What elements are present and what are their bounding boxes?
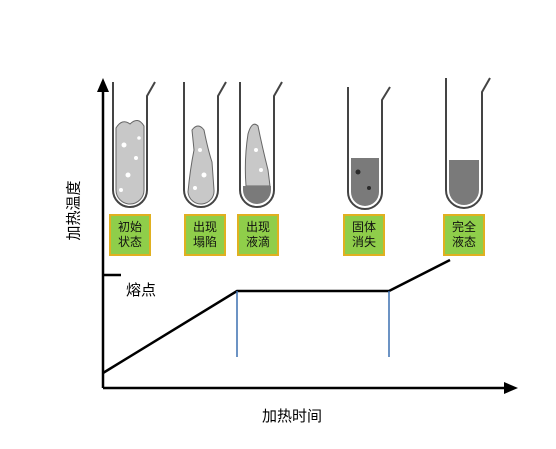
stage-label-collapse: 出现 塌陷 (184, 214, 226, 256)
stage-label-line: 消失 (351, 235, 376, 249)
stage-label-line: 出现 (245, 220, 270, 234)
x-axis-title: 加热时间 (262, 407, 323, 425)
stage-label-line: 塌陷 (192, 235, 217, 249)
heating-curve (102, 258, 451, 375)
y-axis-title: 加热温度 (64, 180, 83, 241)
stage-label-line: 出现 (192, 220, 217, 234)
stage-label-line: 液态 (451, 235, 476, 249)
stage-label-fully-liquid: 完全 液态 (443, 214, 485, 256)
test-tube-collapse (183, 81, 227, 208)
stage-label-initial: 初始 状态 (109, 214, 151, 256)
stage-label-droplets: 出现 液滴 (237, 214, 279, 256)
test-tube-solid-vanishing (347, 86, 391, 210)
stage-label-solid-vanishing: 固体 消失 (343, 214, 385, 256)
stage-label-line: 初始 (117, 220, 142, 234)
x-axis-arrow (504, 382, 518, 394)
y-axis-arrow (97, 78, 109, 92)
test-tube-initial (112, 81, 156, 208)
test-tube-fully-liquid (445, 77, 491, 209)
stage-label-line: 液滴 (245, 235, 270, 249)
stage-label-line: 完全 (451, 220, 476, 234)
test-tube-droplets (239, 81, 283, 208)
melting-point-label: 熔点 (126, 281, 157, 299)
stage-label-line: 状态 (117, 235, 142, 249)
stage-label-line: 固体 (351, 220, 376, 234)
